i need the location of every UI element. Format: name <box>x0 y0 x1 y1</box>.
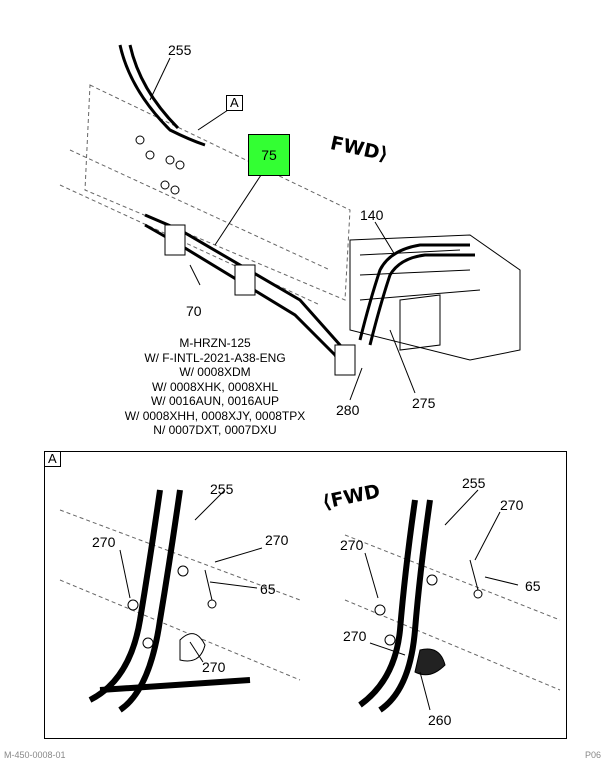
detail-right-drawing <box>344 489 561 713</box>
part-label-280: 280 <box>336 402 360 418</box>
detail-left-drawing <box>59 489 301 713</box>
detail-right-label-270: 270 <box>340 537 364 553</box>
callout-75[interactable]: 75 <box>248 134 290 176</box>
leader-lines <box>149 57 416 401</box>
detail-left-label-270: 270 <box>265 532 289 548</box>
detail-right-label-270: 270 <box>500 497 524 513</box>
detail-right-label-255: 255 <box>462 475 486 491</box>
applicability-notes: M-HRZN-125 W/ F-INTL-2021-A38-ENG W/ 000… <box>110 336 320 438</box>
footer-left: M-450-0008-01 <box>4 750 66 760</box>
part-label-70: 70 <box>186 303 202 319</box>
part-label-275: 275 <box>412 395 436 411</box>
detail-left-label-270: 270 <box>202 659 226 675</box>
view-ref-a: A <box>226 95 243 111</box>
footer-right: P06 <box>585 750 602 760</box>
detail-right-label-270: 270 <box>343 628 367 644</box>
part-label-255: 255 <box>168 42 192 58</box>
note-line: M-HRZN-125 <box>179 336 251 350</box>
transmission-housing <box>349 234 521 361</box>
detail-title: A <box>44 451 61 467</box>
note-line: W/ 0008XHK, 0008XHL <box>151 379 279 394</box>
detail-right-label-65: 65 <box>525 578 541 594</box>
detail-left-label-270: 270 <box>92 534 116 550</box>
note-line: W/ 0008XDM <box>179 365 251 379</box>
note-line: W/ F-INTL-2021-A38-ENG <box>144 350 286 365</box>
hose-clips <box>164 224 356 376</box>
note-line: W/ 0016AUN, 0016AUP <box>150 394 280 408</box>
note-line: W/ 0008XHH, 0008XJY, 0008TPX <box>124 408 306 423</box>
frame-holes <box>135 135 185 195</box>
detail-left-label-255: 255 <box>210 481 234 497</box>
detail-left-label-65: 65 <box>260 581 276 597</box>
part-label-140: 140 <box>360 207 384 223</box>
detail-view-a <box>44 451 567 739</box>
detail-right-label-260: 260 <box>428 712 452 728</box>
frame-rail <box>59 84 351 306</box>
hose-bundle <box>118 44 475 373</box>
note-line: N/ 0007DXT, 0007DXU <box>153 423 277 437</box>
